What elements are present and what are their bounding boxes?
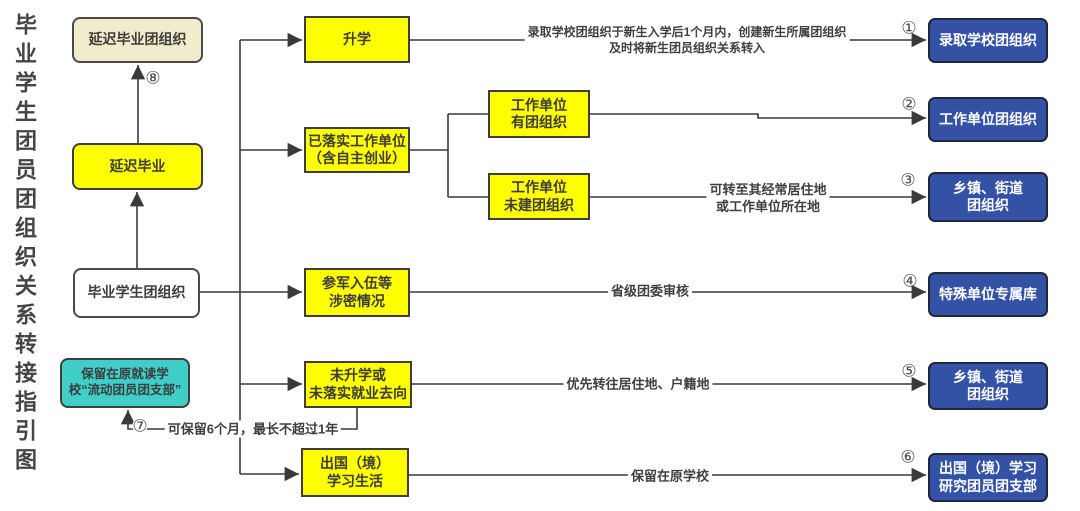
annotation-priority-residence: 优先转往居住地、户籍地 bbox=[563, 375, 713, 393]
annotation-retain-six-months: 可保留6个月，最长不超过1年 bbox=[164, 420, 342, 438]
annotation-remain-school: 保留在原学校 bbox=[627, 467, 713, 485]
circled-number-8: ⑧ bbox=[145, 68, 161, 88]
circled-number-1: ① bbox=[901, 18, 917, 38]
dest-work-unit-org: 工作单位团组织 bbox=[928, 97, 1048, 142]
dest-abroad-study-branch: 出国（境）学习研究团员团支部 bbox=[928, 453, 1048, 502]
dest-township-street-org-5: 乡镇、街道团组织 bbox=[928, 362, 1048, 410]
node-graduate-league-org: 毕业学生团组织 bbox=[73, 268, 200, 318]
dest-admission-school-org: 录取学校团组织 bbox=[928, 18, 1048, 63]
node-employed: 已落实工作单位（含自主创业） bbox=[304, 127, 410, 173]
annotation-admission-transfer: 录取学校团组织于新生入学后1个月内，创建新生所属团组织及时将新生团员组织关系转入 bbox=[524, 24, 850, 56]
node-delayed-graduation-org: 延迟毕业团组织 bbox=[72, 17, 203, 63]
node-not-employed: 未升学或未落实就业去向 bbox=[304, 361, 412, 408]
node-retained-mobile-branch: 保留在原就读学校“流动团员团支部” bbox=[60, 358, 190, 408]
annotation-provincial-review: 省级团委审核 bbox=[607, 282, 693, 300]
circled-number-3: ③ bbox=[900, 170, 916, 190]
node-further-study: 升学 bbox=[304, 16, 410, 63]
node-delayed-graduation: 延迟毕业 bbox=[72, 143, 203, 190]
circled-number-5: ⑤ bbox=[901, 361, 917, 381]
circled-number-2: ② bbox=[901, 94, 917, 114]
node-study-abroad: 出国（境）学习生活 bbox=[301, 448, 409, 497]
circled-number-7: ⑦ bbox=[132, 416, 148, 436]
dest-special-unit-repository: 特殊单位专属库 bbox=[928, 272, 1048, 317]
node-employer-has-org: 工作单位有团组织 bbox=[488, 90, 590, 138]
annotation-residence-or-workplace: 可转至其经常居住地或工作单位所在地 bbox=[706, 181, 830, 215]
circled-number-4: ④ bbox=[902, 271, 918, 291]
node-military-classified: 参军入伍等涉密情况 bbox=[304, 268, 410, 317]
dest-township-street-org-3: 乡镇、街道团组织 bbox=[928, 172, 1048, 222]
diagram-title: 毕业学生团员团组织关系转接指引图 bbox=[12, 13, 37, 477]
node-employer-no-org: 工作单位未建团组织 bbox=[488, 173, 590, 220]
circled-number-6: ⑥ bbox=[900, 447, 916, 467]
employed-split-lines bbox=[410, 113, 488, 198]
to-dest2-arrow bbox=[590, 110, 926, 126]
